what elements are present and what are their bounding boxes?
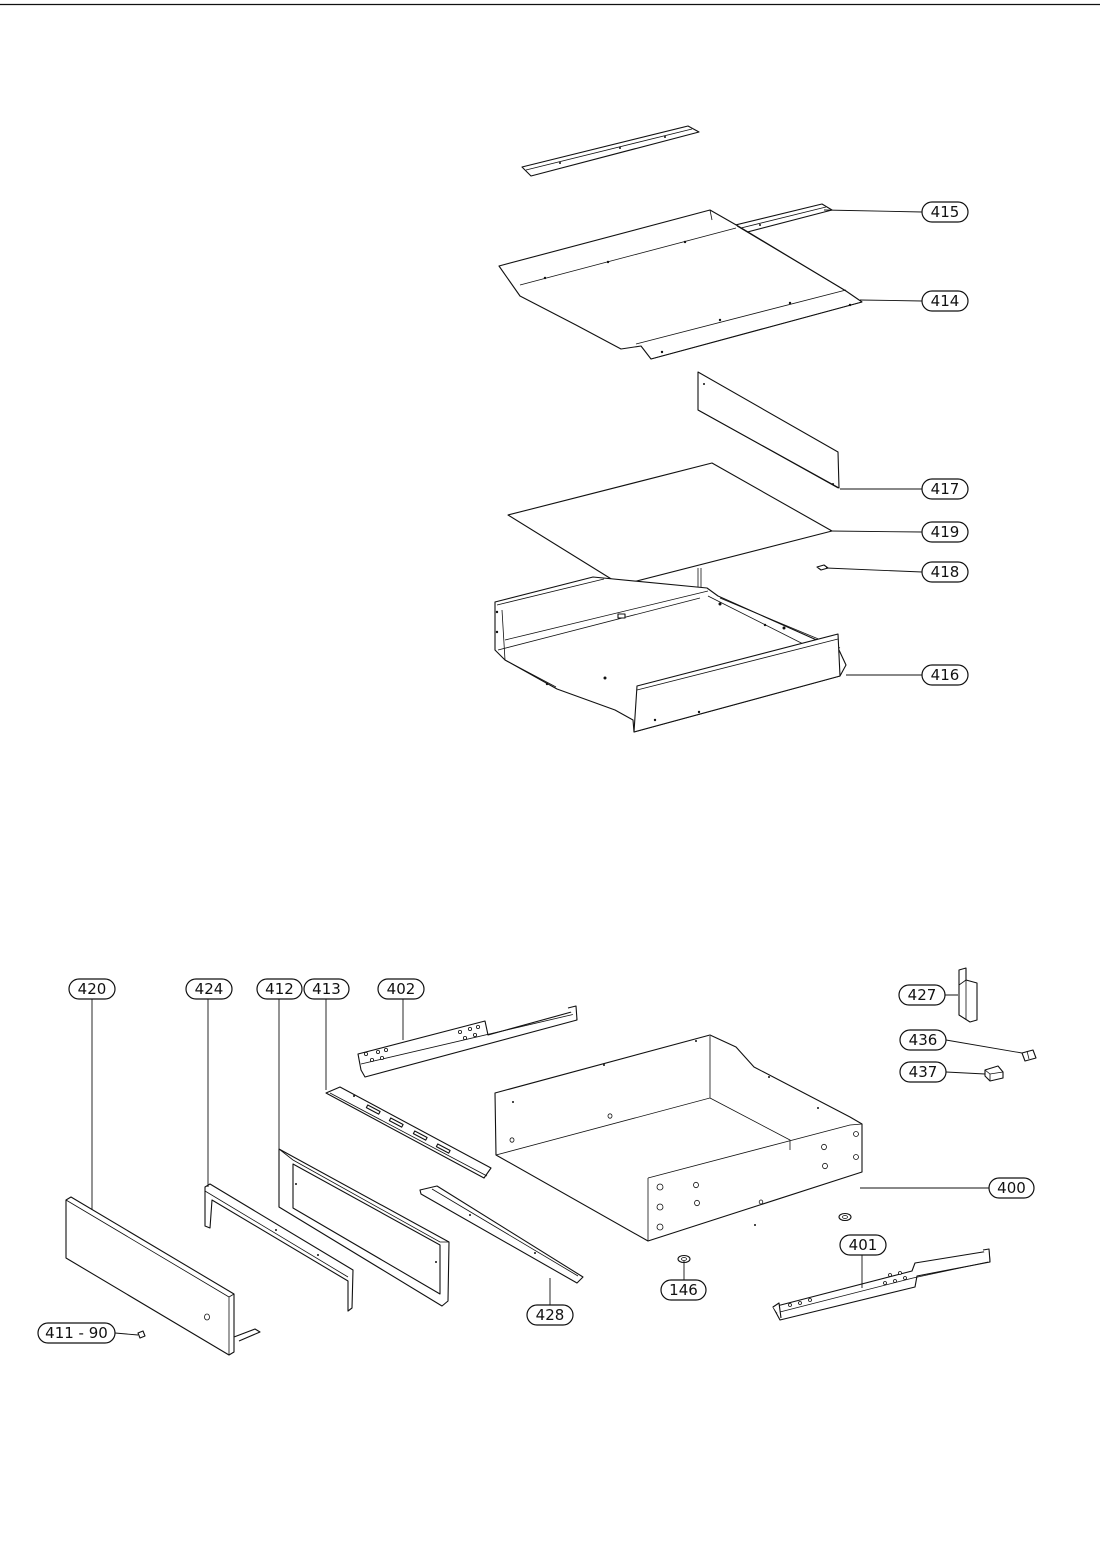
part-top-rail <box>521 125 700 177</box>
callout-label: 416 <box>931 666 960 684</box>
callout-400: 400 <box>988 1177 1035 1199</box>
callout-437: 437 <box>899 1061 947 1083</box>
callout-436: 436 <box>899 1029 947 1051</box>
part-437-pad <box>984 1065 1004 1082</box>
callout-413: 413 <box>303 978 350 1000</box>
part-419-glass-plate <box>507 462 833 586</box>
callout-label: 402 <box>387 980 416 998</box>
part-400-drawer-body <box>494 1034 863 1242</box>
callout-427: 427 <box>898 984 946 1006</box>
part-418-small-clip <box>816 564 829 571</box>
callout-label: 424 <box>195 980 224 998</box>
callout-label: 146 <box>669 1281 698 1299</box>
callout-417: 417 <box>921 478 969 500</box>
callout-415: 415 <box>921 201 969 223</box>
part-402-runner <box>357 1005 578 1078</box>
callout-424: 424 <box>185 978 233 1000</box>
callout-146: 146 <box>660 1279 707 1301</box>
callout-label: 411 - 90 <box>45 1324 108 1342</box>
callout-label: 420 <box>78 980 107 998</box>
part-420-front-panel <box>65 1196 261 1356</box>
part-436-clip <box>1021 1049 1037 1062</box>
part-401-runner <box>772 1248 991 1321</box>
part-413-slotted-rail <box>325 1086 492 1179</box>
callout-411-90: 411 - 90 <box>37 1322 116 1344</box>
part-146-bumpers <box>677 1212 852 1264</box>
callout-label: 412 <box>265 980 294 998</box>
callout-414: 414 <box>921 290 969 312</box>
callout-label: 415 <box>931 203 960 221</box>
leader-lines <box>91 209 1023 1336</box>
callout-label: 419 <box>931 523 960 541</box>
part-428-rail <box>419 1185 584 1284</box>
callout-428: 428 <box>526 1304 574 1326</box>
part-412-inner-frame <box>278 1148 450 1307</box>
part-414-top-panel <box>498 209 863 360</box>
callout-label: 413 <box>312 980 341 998</box>
part-417-back-panel <box>697 371 840 489</box>
callout-label: 428 <box>536 1306 565 1324</box>
callout-label: 437 <box>909 1063 938 1081</box>
callout-402: 402 <box>377 978 425 1000</box>
callout-418: 418 <box>921 561 969 583</box>
part-424-gasket <box>204 1183 354 1312</box>
callout-412: 412 <box>256 978 303 1000</box>
callout-label: 401 <box>849 1236 878 1254</box>
callout-label: 414 <box>931 292 960 310</box>
callout-401: 401 <box>839 1234 887 1256</box>
part-427-bracket <box>958 967 978 1023</box>
callout-420: 420 <box>68 978 116 1000</box>
callout-label: 400 <box>997 1179 1026 1197</box>
callout-label: 427 <box>908 986 937 1004</box>
callout-label: 417 <box>931 480 960 498</box>
callout-419: 419 <box>921 521 969 543</box>
part-416-tray <box>494 568 847 733</box>
part-411-90-knob <box>137 1330 146 1339</box>
callout-416: 416 <box>921 664 969 686</box>
callout-label: 418 <box>931 563 960 581</box>
callout-label: 436 <box>909 1031 938 1049</box>
